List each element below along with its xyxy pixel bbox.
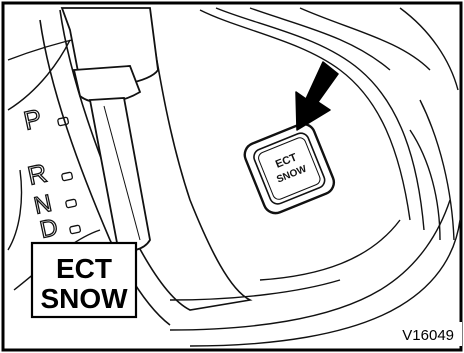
figure-code-label: V16049 xyxy=(390,322,462,346)
ect-snow-indicator-legend: ECT SNOW xyxy=(32,243,136,317)
legend-label-ect: ECT xyxy=(56,253,112,284)
figure-code: V16049 xyxy=(402,327,454,344)
legend-label-snow: SNOW xyxy=(40,283,128,314)
